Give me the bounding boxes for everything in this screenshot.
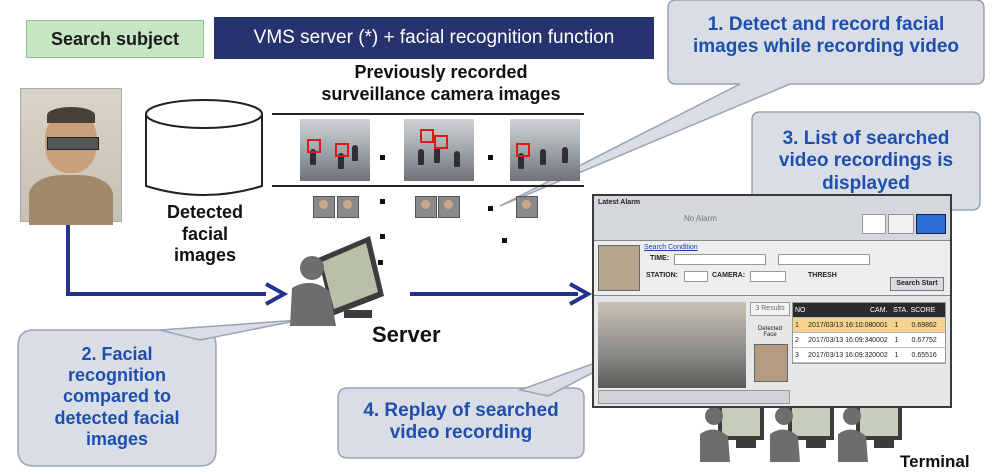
detected-face-thumb (337, 196, 359, 218)
table-cell: 2017/03/13 16:09:34 (808, 336, 873, 344)
table-cell: 0002 (872, 351, 888, 359)
callout-2-bubble (17, 319, 301, 467)
camera-label: CAMERA: (712, 272, 746, 279)
search-subject-label: Search subject (26, 20, 204, 58)
server-computer-icon (290, 236, 384, 326)
live-button[interactable] (862, 214, 886, 234)
ellipsis-dot (488, 155, 493, 160)
callout-1-bubble (499, 0, 985, 207)
detected-images-label: Detected facial images (150, 202, 260, 267)
detected-images-line1: Detected (166, 202, 244, 222)
callout-4-line2: video recording (389, 422, 533, 444)
station-label: STATION: (646, 272, 679, 279)
arrow-subject-to-server (66, 224, 289, 306)
alarm-list-button[interactable] (888, 214, 914, 234)
camera-image-1 (300, 119, 370, 181)
table-cell: 1 (894, 321, 899, 329)
detected-face-label: Detected Face (757, 326, 782, 338)
video-playback-view[interactable] (598, 302, 746, 388)
terminal-label: Terminal (900, 452, 970, 471)
callout-3-text: 3. List of searched video recordings is … (756, 128, 976, 195)
detected-face-thumb (438, 196, 460, 218)
no-alarm-label: No Alarm (684, 214, 717, 223)
detected-images-line3: images (173, 245, 237, 266)
callout-2-line2: recognition (68, 365, 166, 386)
latest-alarm-label: Latest Alarm (598, 199, 641, 206)
detected-face-thumb (313, 196, 335, 218)
terminal-window: Latest Alarm No Alarm Search Condition T… (592, 194, 952, 408)
recorded-images-line1: Previously recorded (354, 62, 528, 82)
vms-server-banner: VMS server (*) + facial recognition func… (214, 17, 654, 59)
ellipsis-dot (380, 199, 385, 204)
search-start-button[interactable]: Search Start (890, 277, 944, 291)
table-cell: 0001 (872, 321, 888, 329)
subject-photo (20, 88, 122, 225)
table-cell: 3 (795, 351, 799, 359)
past-search-button[interactable] (916, 214, 946, 234)
recorded-images-line2: surveillance camera images (321, 83, 561, 104)
ellipsis-dot (380, 155, 385, 160)
callout-2-text: 2. Facial recognition compared to detect… (22, 344, 212, 450)
callout-1-line1: 1. Detect and record facial (707, 14, 945, 35)
table-cell: 2017/03/13 16:10:08 (808, 321, 873, 329)
table-cell: 0.69862 (911, 321, 937, 329)
time-from-field[interactable] (674, 254, 766, 265)
column-header: SCORE (910, 306, 936, 314)
search-condition-label: Search Condition (644, 244, 698, 251)
column-header: NO (795, 306, 806, 314)
callout-2-line3: compared to (62, 386, 172, 407)
camera-image-2 (404, 119, 474, 181)
column-header: STA. (893, 306, 909, 314)
table-cell: 0.67752 (911, 336, 937, 344)
table-cell: 1 (894, 336, 899, 344)
results-count: 3 Results (750, 302, 790, 316)
results-table-header: NO CAM. STA.SCORE (793, 303, 945, 318)
callout-3-line1: 3. List of searched (782, 128, 950, 149)
ellipsis-dot (488, 206, 493, 211)
callout-3-line2: video recordings is (778, 150, 954, 172)
camera-image-3 (510, 119, 580, 181)
recorded-images-label: Previously recorded surveillance camera … (296, 62, 586, 105)
detected-face-thumb (516, 196, 538, 218)
callout-1-text: 1. Detect and record facial images while… (672, 14, 980, 59)
callout-4-text: 4. Replay of searched video recording (340, 400, 582, 445)
station-field[interactable] (684, 271, 708, 282)
callout-1-line2: images while recording video (692, 36, 960, 58)
callout-2-line1: 2. Facial (81, 344, 153, 364)
table-cell: 1 (894, 351, 899, 359)
time-to-field[interactable] (778, 254, 870, 265)
terminal-icons (700, 404, 902, 462)
callout-3-line3: displayed (822, 172, 910, 194)
ellipsis-dot (380, 234, 385, 239)
table-cell: 1 (795, 321, 799, 329)
thresh-label: THRESH (808, 272, 837, 279)
arrow-server-to-terminal (410, 282, 593, 306)
table-cell: 0.65516 (911, 351, 937, 359)
ellipsis-dot (378, 260, 383, 265)
playback-controls[interactable] (598, 390, 790, 404)
ellipsis-dot (502, 238, 507, 243)
table-cell: 0002 (872, 336, 888, 344)
callout-2-line5: images (85, 428, 149, 449)
server-label: Server (372, 322, 441, 347)
detected-face-thumb (415, 196, 437, 218)
callout-2-line4: detected facial (54, 407, 180, 428)
detected-face-photo (754, 344, 788, 382)
database-cylinder-icon (145, 99, 263, 196)
time-label: TIME: (650, 255, 670, 262)
column-header: CAM. (870, 306, 888, 314)
callout-4-line1: 4. Replay of searched (363, 400, 559, 421)
camera-field[interactable] (750, 271, 786, 282)
eye-bar (47, 137, 99, 150)
table-cell: 2017/03/13 16:09:32 (808, 351, 873, 359)
detected-images-line2: facial (181, 223, 229, 244)
search-face-photo (598, 245, 640, 291)
table-cell: 2 (795, 336, 799, 344)
